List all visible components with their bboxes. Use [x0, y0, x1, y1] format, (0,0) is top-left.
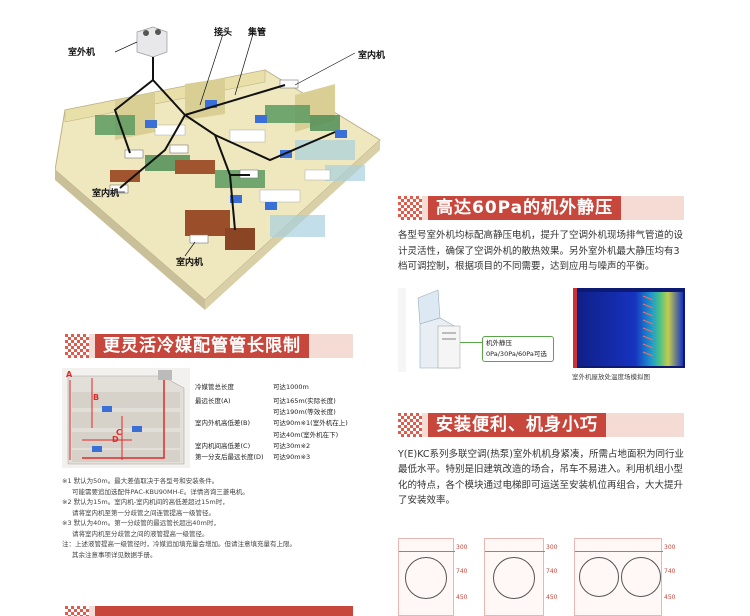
dim-740: 740	[664, 568, 676, 575]
static-pressure-body: 各型号室外机均标配高静压电机，提升了空调外机现场排气管道的设计灵活性，确保了空调…	[398, 230, 684, 272]
dim-740: 740	[546, 568, 558, 575]
dim-300: 300	[546, 544, 558, 551]
spec-row: 可达190m(等效长度)	[273, 408, 336, 416]
dim-450: 450	[456, 594, 468, 601]
label-indoor-unit-left: 室内机	[92, 189, 120, 199]
spec-row: 可达40m(室外机在下)	[273, 430, 339, 439]
note-line: ※3 默认为40m。第一分歧管的最远管长超出40m时，	[62, 519, 220, 527]
note-line: 请将室内机至分歧管之间的液管提高一级管径。	[72, 529, 209, 538]
piping-banner: 更灵活冷媒配管管长限制	[65, 334, 353, 358]
dim-450: 450	[664, 594, 676, 601]
spec-row: 第一分支后最远长度(D)可达90m※3	[195, 453, 311, 461]
note-line: 其余注意事项详见数据手册。	[72, 550, 157, 559]
office-isometric-illustration	[54, 26, 381, 310]
unit-top-line	[399, 551, 455, 552]
label-indoor-unit-bottom: 室内机	[176, 258, 204, 268]
dim-300: 300	[664, 544, 676, 551]
unit-top-line	[575, 551, 663, 552]
static-pressure-callout: 机外静压 0Pa/30Pa/60Pa可选	[482, 336, 554, 362]
fan-circle	[579, 557, 619, 597]
note-line: 可能需要追加选配件PAC-KBU90MH-E。详情咨询三菱电机。	[72, 487, 249, 496]
note-line: ※2 默认为15m。室内机-室内机间的高低差超过15m时，	[62, 498, 229, 506]
label-header: 集管	[248, 28, 267, 38]
spec-row: 最远长度(A)可达165m(实际长度)	[195, 396, 336, 405]
temperature-field-plot	[573, 288, 685, 368]
dim-740: 740	[456, 568, 468, 575]
checker-icon	[65, 334, 89, 358]
callout-line-2: 0Pa/30Pa/60Pa可选	[486, 350, 547, 358]
spec-row: 室内机间高低差(C)可达30m※2	[195, 441, 311, 450]
note-line: 注：上述液管提高一级管径时，冷媒追加填充量会增加。但请注意填充量有上限。	[62, 540, 296, 548]
static-pressure-title: 高达60Pa的机外静压	[428, 196, 622, 220]
pipe-letter-c: C	[116, 428, 122, 437]
pipe-letter-b: B	[93, 393, 100, 402]
label-indoor-unit-top: 室内机	[358, 51, 386, 61]
dim-450: 450	[546, 594, 558, 601]
unit-dimension-drawings: 300 740 450 300 740 450 300 740 450	[398, 538, 698, 616]
callout-pointer	[460, 342, 482, 343]
building-piping-diagram	[62, 368, 190, 468]
label-joint: 接头	[214, 28, 233, 38]
temperature-simulation-image	[573, 288, 685, 368]
spec-row: 冷媒管总长度可达1000m	[195, 383, 309, 391]
install-body: Y(E)KC系列多联空调(热泵)室外机机身紧凑，所需占地面积为同行业最低水平。特…	[398, 449, 684, 506]
static-pressure-banner: 高达60Pa的机外静压	[398, 196, 684, 220]
install-title: 安装便利、机身小巧	[428, 413, 606, 437]
fan-circle	[405, 557, 447, 599]
banner-bar	[95, 606, 353, 616]
checker-icon	[398, 196, 422, 220]
pipe-letter-a: A	[66, 370, 73, 379]
unit-drawing-1	[398, 538, 455, 616]
install-banner: 安装便利、机身小巧	[398, 413, 684, 437]
unit-drawing-2	[484, 538, 545, 616]
callout-line-1: 机外静压	[486, 339, 512, 347]
note-line: 请将室内机至第一分歧管之间连管提高一级管径。	[72, 508, 215, 517]
checker-icon	[65, 606, 89, 616]
label-outdoor-unit: 室外机	[68, 48, 96, 58]
dim-300: 300	[456, 544, 468, 551]
fan-circle	[493, 557, 535, 599]
simulation-caption: 室外机屋放处温度场模拟图	[572, 373, 650, 381]
fan-circle	[621, 557, 661, 597]
piping-spec-table: 冷媒管总长度可达1000m 最远长度(A)可达165m(实际长度) 可达190m…	[195, 381, 365, 462]
checker-icon	[398, 413, 422, 437]
office-diagram	[54, 20, 385, 310]
unit-drawing-3	[574, 538, 663, 616]
next-section-banner-stub	[65, 606, 353, 616]
unit-top-line	[485, 551, 545, 552]
note-line: ※1 默认为50m。最大差值取决于各型号和安装条件。	[62, 477, 219, 485]
spec-row: 室内外机高低差(B)可达90m※1(室外机在上)	[195, 419, 348, 427]
building-cross-section	[62, 368, 190, 468]
pipe-letter-d: D	[112, 435, 119, 444]
piping-notes: ※1 默认为50m。最大差值取决于各型号和安装条件。 可能需要追加选配件PAC-…	[62, 476, 362, 560]
piping-title: 更灵活冷媒配管管长限制	[95, 334, 309, 358]
